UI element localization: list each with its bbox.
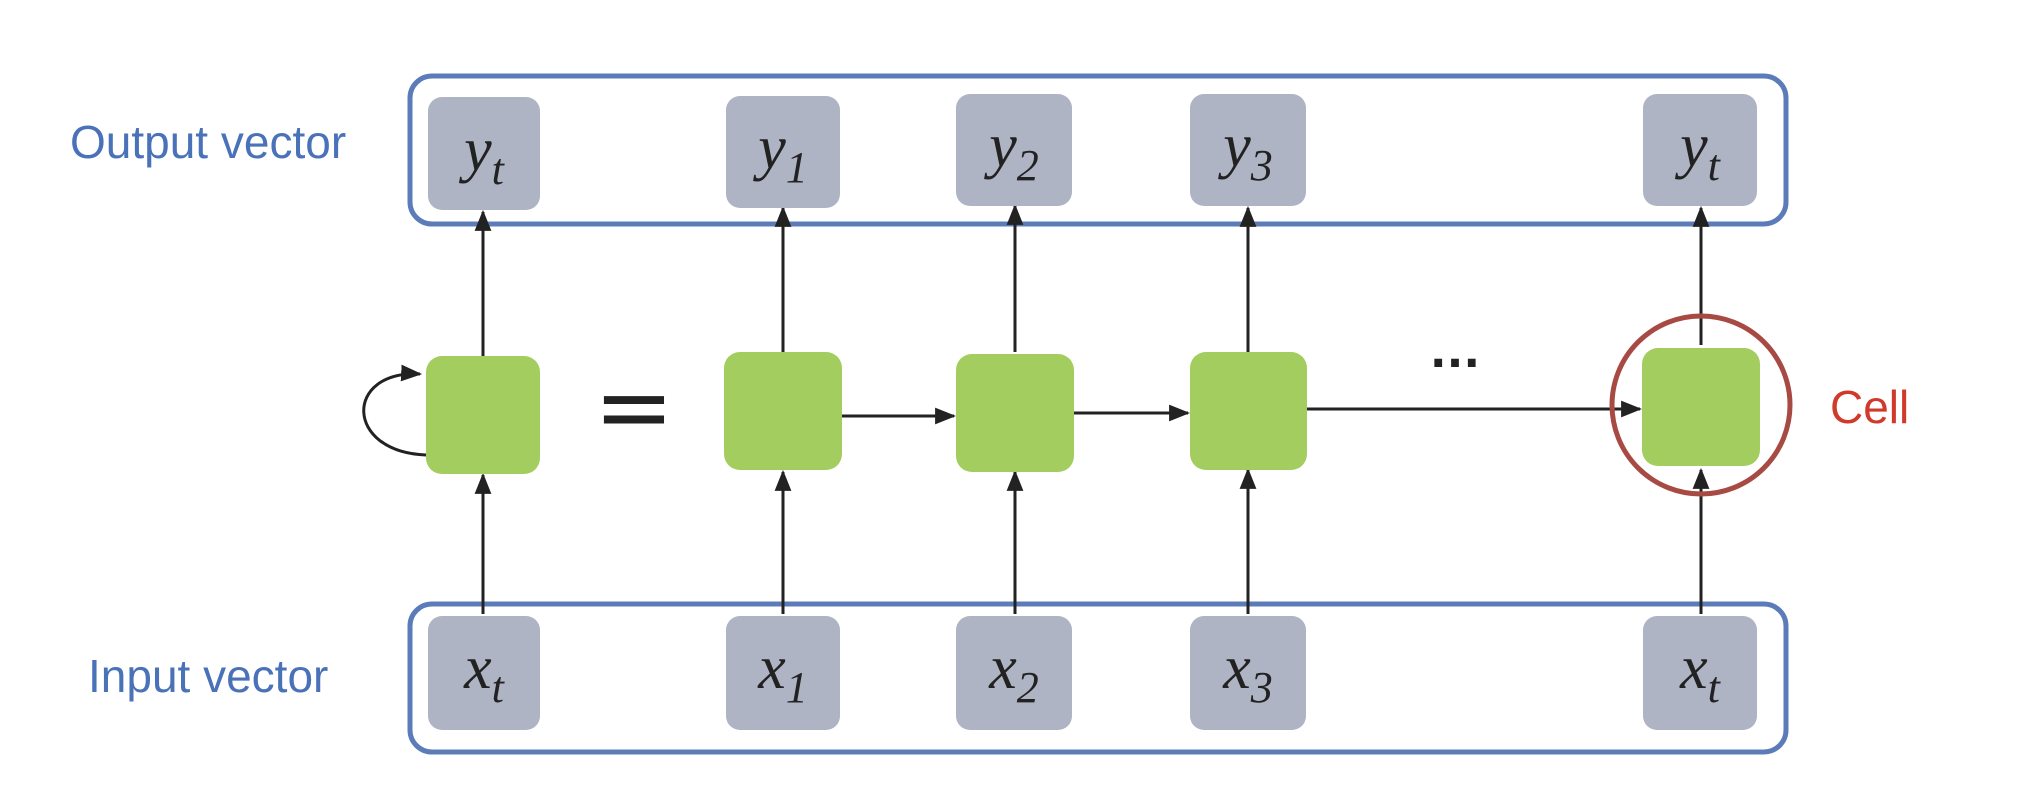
input-label-t: xt: [1679, 634, 1722, 712]
output-label-folded: yt: [458, 116, 506, 194]
input-label-folded: xt: [463, 634, 506, 712]
cell-label: Cell: [1830, 381, 1909, 433]
output-box-3: [1190, 94, 1306, 206]
horizontal-connectors: [842, 400, 1643, 425]
equals-sign: =: [594, 351, 674, 463]
vertical-connectors: [474, 203, 1710, 614]
input-box-t: [1643, 616, 1757, 730]
cell-folded: [426, 356, 540, 474]
self-loop-arrow: [362, 364, 427, 457]
output-boxes: [428, 94, 1757, 210]
cell-t: [1642, 348, 1760, 466]
cell-2: [956, 354, 1074, 472]
ellipsis: ···: [1430, 338, 1480, 389]
output-box-folded: [428, 97, 540, 210]
output-box-2: [956, 94, 1072, 206]
output-label-3: y3: [1217, 112, 1273, 190]
input-vector-group: [407, 601, 1789, 755]
cells: [426, 348, 1760, 474]
output-box-t: [1643, 94, 1757, 206]
input-label-3: x3: [1222, 634, 1273, 712]
input-vector-label: Input vector: [88, 650, 328, 702]
cell-1: [724, 352, 842, 470]
input-label-1: x1: [757, 634, 808, 712]
cell-3: [1190, 352, 1307, 470]
input-boxes: [428, 616, 1757, 730]
input-box-folded: [428, 616, 540, 730]
output-vector-label: Output vector: [70, 116, 346, 168]
output-label-1: y1: [752, 114, 808, 192]
cell-highlight-circle: [1609, 313, 1793, 497]
output-box-1: [726, 96, 840, 208]
output-label-2: y2: [983, 112, 1039, 190]
input-box-3: [1190, 616, 1306, 730]
input-label-2: x2: [988, 634, 1039, 712]
input-box-2: [956, 616, 1072, 730]
input-box-1: [726, 616, 840, 730]
output-vector-group: [407, 73, 1789, 227]
output-label-t: yt: [1674, 112, 1722, 190]
